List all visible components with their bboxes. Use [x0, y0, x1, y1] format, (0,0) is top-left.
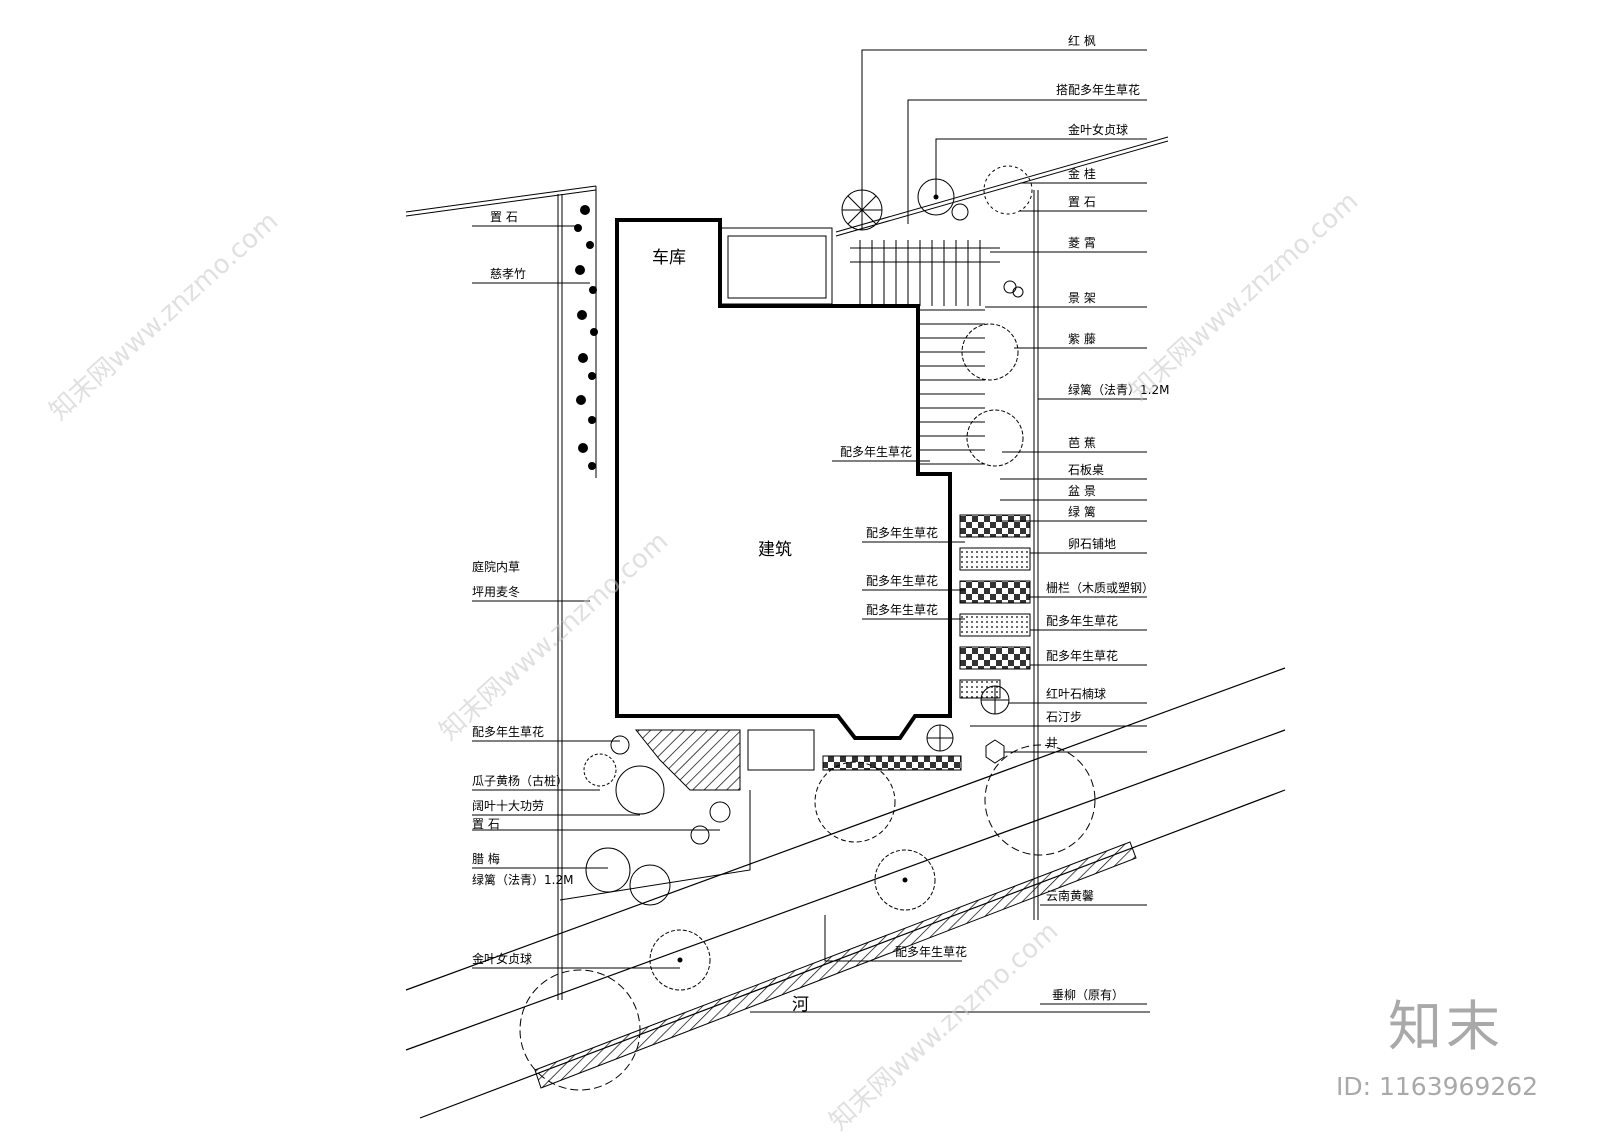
label-feature-stone-l2: 置 石	[472, 817, 500, 831]
plant-symbols	[519, 165, 1096, 1091]
label-stepping-stones: 石汀步	[1046, 710, 1083, 724]
label-perennials-3: 配多年生草花	[1046, 649, 1119, 663]
label-perennials-l: 配多年生草花	[472, 725, 545, 739]
river-label: 河	[792, 995, 809, 1015]
label-hedge-l: 绿篱（法青）1.2M	[472, 873, 574, 887]
label-wisteria: 紫 藤	[1068, 332, 1096, 346]
paving-blocks	[959, 514, 1031, 699]
label-trumpet-vine: 菱 霄	[1068, 236, 1096, 250]
label-perennials-c3: 配多年生草花	[866, 574, 939, 588]
label-perennials-2: 配多年生草花	[1046, 614, 1119, 628]
garage-annex	[719, 227, 833, 305]
bamboo-symbols	[574, 205, 598, 470]
label-golden-privet-ball: 金叶女贞球	[1068, 123, 1129, 137]
label-hedge-r: 绿篱（法青）1.2M	[1068, 383, 1170, 397]
label-jasmine: 云南黄馨	[1046, 889, 1095, 903]
label-banana: 芭 蕉	[1068, 436, 1096, 450]
label-osmanthus: 金 桂	[1068, 167, 1096, 181]
river-hatch-strip	[534, 841, 1137, 1089]
entry-paving	[822, 755, 962, 771]
label-lawn-2: 坪用麦冬	[472, 585, 521, 599]
porch-step	[747, 729, 815, 771]
leader-lines-left	[472, 225, 720, 969]
label-lawn-1: 庭院内草	[472, 560, 521, 574]
leader-lines-center	[824, 460, 965, 962]
garage-label: 车库	[652, 248, 686, 268]
watermark-id: ID: 1163969262	[1336, 1072, 1539, 1101]
building-label: 建筑	[758, 540, 792, 560]
label-willow: 垂柳（原有）	[1052, 988, 1125, 1002]
label-mahonia: 阔叶十大功劳	[472, 799, 545, 813]
label-red-maple: 红 枫	[1068, 34, 1096, 48]
label-perennials-1: 搭配多年生草花	[1056, 83, 1141, 97]
label-perennials-c2: 配多年生草花	[866, 526, 939, 540]
watermark-brand: 知末	[1388, 995, 1504, 1058]
label-perennials-c1: 配多年生草花	[840, 445, 913, 459]
label-stone-table: 石板桌	[1068, 463, 1105, 477]
building-outline	[615, 218, 952, 740]
label-bonsai: 盆 景	[1068, 484, 1096, 498]
label-hedge-2: 绿 篱	[1068, 505, 1096, 519]
label-perennials-c5: 配多年生草花	[895, 945, 968, 959]
lawn-hatch	[634, 729, 741, 791]
label-feature-stone-l1: 置 石	[490, 210, 518, 224]
label-boxwood: 瓜子黄杨（古桩）	[472, 774, 569, 788]
pergola-grid	[850, 240, 1000, 465]
label-perennials-c4: 配多年生草花	[866, 603, 939, 617]
label-bamboo: 慈孝竹	[490, 267, 527, 281]
leader-lines-right	[861, 49, 1147, 1005]
label-pebble-paving: 卵石铺地	[1068, 537, 1117, 551]
label-photinia-ball: 红叶石楠球	[1046, 687, 1107, 701]
label-feature-stone-r: 置 石	[1068, 195, 1096, 209]
label-well: 井	[1046, 736, 1059, 750]
label-golden-privet-l: 金叶女贞球	[472, 952, 533, 966]
label-pergola: 景 架	[1068, 291, 1096, 305]
label-wintersweet: 腊 梅	[472, 852, 500, 866]
label-fence: 栅栏（木质或塑钢）	[1046, 581, 1155, 595]
